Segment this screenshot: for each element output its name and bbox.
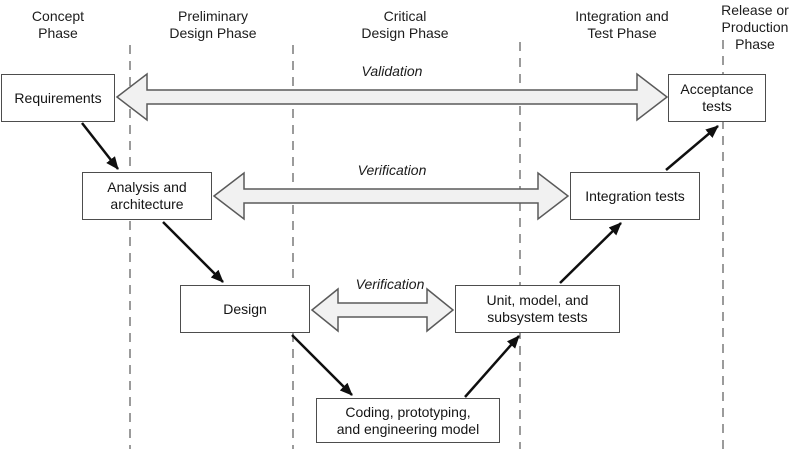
box-design: Design: [180, 285, 310, 333]
verification-label-low: Verification: [355, 276, 425, 292]
box-requirements-label: Requirements: [14, 89, 102, 106]
phase-header-concept: Concept Phase: [31, 8, 85, 41]
box-analysis-architecture-label: Analysis and architecture: [107, 179, 187, 212]
flow-arrow-analysis-to-design: [162, 221, 224, 283]
phase-header-preliminary: Preliminary Design Phase: [169, 8, 257, 41]
flow-arrow-coding-to-unit-tests: [464, 335, 520, 398]
flow-arrow-requirements-to-analysis: [81, 122, 119, 170]
flow-arrow-design-to-coding: [291, 334, 353, 396]
phase-header-release: Release or Production Phase: [721, 2, 789, 52]
box-analysis-architecture: Analysis and architecture: [82, 172, 212, 220]
box-integration-tests-label: Integration tests: [585, 187, 685, 204]
verification-arrow-mid: [212, 171, 570, 221]
validation-arrow: [115, 72, 669, 122]
verification-label-mid: Verification: [357, 162, 427, 178]
box-unit-model-subsystem-tests: Unit, model, and subsystem tests: [455, 285, 620, 333]
flow-arrow-unit-tests-to-integration-tests: [559, 222, 622, 284]
box-acceptance-tests-label: Acceptance tests: [680, 81, 754, 114]
box-coding-prototyping: Coding, prototyping, and engineering mod…: [316, 398, 500, 443]
box-requirements: Requirements: [1, 74, 115, 122]
phase-header-critical: Critical Design Phase: [361, 8, 449, 41]
validation-label: Validation: [361, 63, 423, 79]
box-unit-model-subsystem-tests-label: Unit, model, and subsystem tests: [486, 292, 589, 325]
verification-arrow-low: [310, 287, 455, 333]
flow-arrow-integration-tests-to-acceptance-tests: [665, 125, 719, 171]
box-integration-tests: Integration tests: [570, 172, 700, 220]
box-design-label: Design: [223, 300, 267, 317]
box-acceptance-tests: Acceptance tests: [668, 74, 766, 122]
box-coding-prototyping-label: Coding, prototyping, and engineering mod…: [336, 403, 480, 437]
phase-header-integration: Integration and Test Phase: [575, 8, 669, 41]
